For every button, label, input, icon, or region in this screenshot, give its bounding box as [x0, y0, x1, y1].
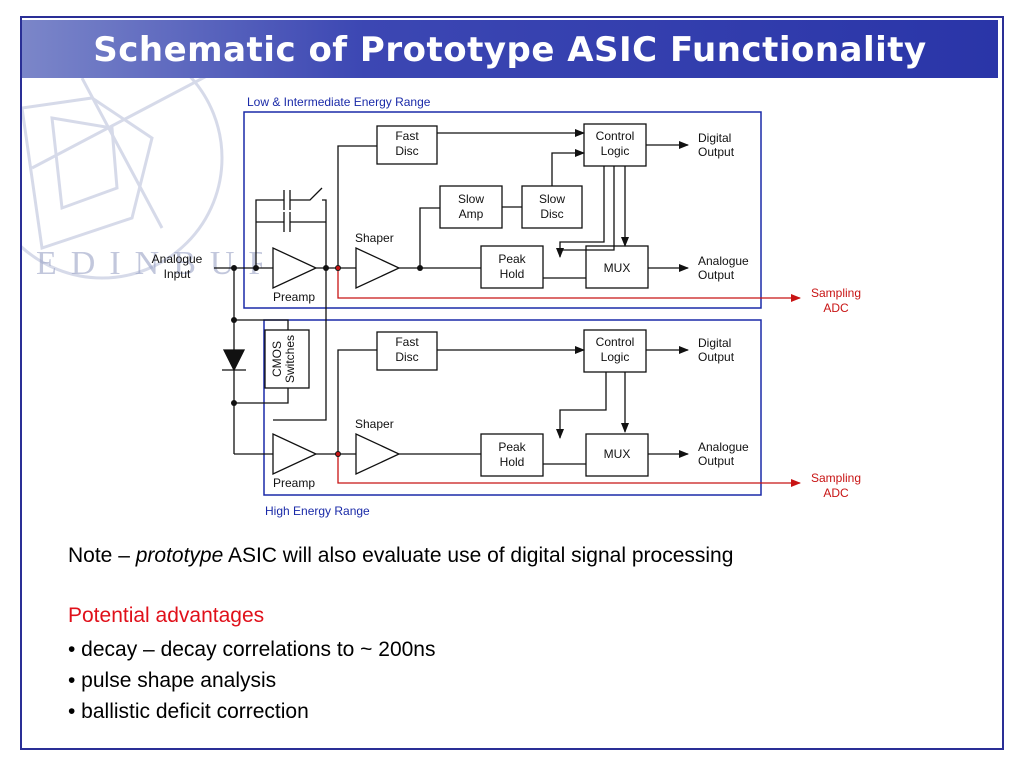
cmos-switches-box [264, 329, 310, 389]
slow-disc-label-1: Slow [539, 192, 565, 206]
digital-output-label-upper-2: Output [698, 145, 735, 159]
cmos-label-1: CMOS [270, 341, 284, 377]
control-logic-label-lower-2: Logic [601, 350, 630, 364]
list-item: • pulse shape analysis [68, 669, 277, 692]
note-text: Note – prototype ASIC will also evaluate… [68, 544, 733, 568]
slow-disc-label-2: Disc [540, 207, 563, 221]
diode-symbol [222, 349, 246, 372]
peak-hold-box-lower [480, 433, 544, 477]
peak-hold-label-upper-2: Hold [500, 267, 525, 281]
slow-amp-label-2: Amp [459, 207, 484, 221]
note-suffix: ASIC will also evaluate use of digital s… [223, 544, 734, 567]
preamp-label-upper: Preamp [273, 290, 315, 304]
control-logic-label-upper-1: Control [596, 129, 635, 143]
fast-disc-label-lower-1: Fast [395, 335, 419, 349]
seal-lettering: EDINBURGH [36, 245, 262, 282]
list-item: • decay – decay correlations to ~ 200ns [68, 638, 436, 661]
shaper-triangle-lower [355, 432, 401, 476]
high-range-label: High Energy Range [265, 504, 370, 518]
digital-output-label-lower-1: Digital [698, 336, 731, 350]
fast-disc-box-upper [376, 125, 438, 165]
low-range-frame [243, 111, 762, 309]
fast-disc-label-upper-1: Fast [395, 129, 419, 143]
mux-label-lower: MUX [604, 447, 631, 461]
shaper-label-lower: Shaper [355, 417, 394, 431]
digital-output-label-lower-2: Output [698, 350, 735, 364]
analogue-output-label-lower-2: Output [698, 454, 735, 468]
note-italic: prototype [135, 544, 224, 567]
sampling-adc-label-upper-2: ADC [823, 301, 849, 315]
slow-amp-label-1: Slow [458, 192, 484, 206]
title-bar [22, 20, 998, 78]
note-prefix: Note – [68, 544, 136, 567]
fast-disc-label-lower-2: Disc [395, 350, 418, 364]
sampling-adc-label-lower-2: ADC [823, 486, 849, 500]
shaper-triangle-upper [355, 246, 401, 290]
university-seal-watermark: EDINBURGH [22, 78, 262, 282]
analogue-output-label-upper-2: Output [698, 268, 735, 282]
mux-box-upper [585, 245, 649, 289]
high-range-frame [263, 319, 762, 496]
preamp-triangle-upper [272, 246, 318, 290]
fast-disc-box-lower [376, 331, 438, 371]
slide-title: Schematic of Prototype ASIC Functionalit… [93, 30, 927, 70]
preamp-triangle-lower [272, 432, 318, 476]
list-item: • ballistic deficit correction [68, 700, 309, 723]
analogue-output-label-upper-1: Analogue [698, 254, 749, 268]
sampling-adc-label-upper-1: Sampling [811, 286, 861, 300]
sampling-adc-label-lower-1: Sampling [811, 471, 861, 485]
peak-hold-label-lower-1: Peak [498, 440, 526, 454]
analogue-input-label-1: Analogue [152, 252, 203, 266]
mux-box-lower [585, 433, 649, 477]
control-logic-box-lower [583, 329, 647, 373]
analogue-output-label-lower-1: Analogue [698, 440, 749, 454]
cmos-label-2: Switches [283, 335, 297, 383]
advantages-heading: Potential advantages [68, 604, 265, 627]
control-logic-label-lower-1: Control [596, 335, 635, 349]
peak-hold-label-upper-1: Peak [498, 252, 526, 266]
preamp-label-lower: Preamp [273, 476, 315, 490]
advantages-list: • decay – decay correlations to ~ 200ns … [68, 634, 436, 727]
shaper-label-upper: Shaper [355, 231, 394, 245]
digital-output-label-upper-1: Digital [698, 131, 731, 145]
slide-frame [20, 16, 1004, 750]
control-logic-label-upper-2: Logic [601, 144, 630, 158]
fast-disc-label-upper-2: Disc [395, 144, 418, 158]
peak-hold-box-upper [480, 245, 544, 289]
peak-hold-label-lower-2: Hold [500, 455, 525, 469]
low-range-label: Low & Intermediate Energy Range [247, 95, 431, 109]
mux-label-upper: MUX [604, 261, 631, 275]
analogue-input-label-2: Input [164, 267, 191, 281]
